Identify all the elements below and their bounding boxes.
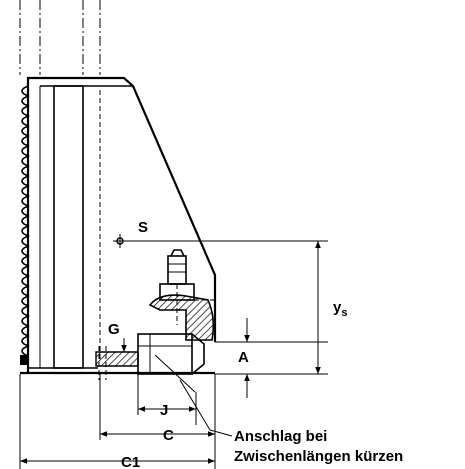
label-g: G <box>108 321 120 338</box>
label-a: A <box>238 349 249 366</box>
label-c: C <box>163 427 174 444</box>
dimension-j <box>137 374 197 425</box>
rack-end-block <box>20 355 28 365</box>
label-ys: ys <box>333 299 347 319</box>
note-line-1: Anschlag bei <box>234 428 327 445</box>
label-j: J <box>160 402 168 419</box>
center-of-gravity-marker <box>113 234 328 248</box>
note-line-2: Zwischenlängen kürzen <box>234 448 403 465</box>
label-s: S <box>138 219 148 236</box>
rack-body <box>20 76 217 375</box>
note-leader <box>179 379 233 437</box>
dimension-c <box>99 374 216 469</box>
label-ys-sub: s <box>341 307 347 319</box>
column-extension <box>19 0 101 75</box>
label-ys-main: y <box>333 299 342 316</box>
dimension-ys <box>215 241 328 375</box>
label-c1: C1 <box>121 454 140 469</box>
dimension-c1 <box>19 374 215 469</box>
stop-assembly <box>95 249 215 393</box>
rack-teeth <box>21 85 30 357</box>
